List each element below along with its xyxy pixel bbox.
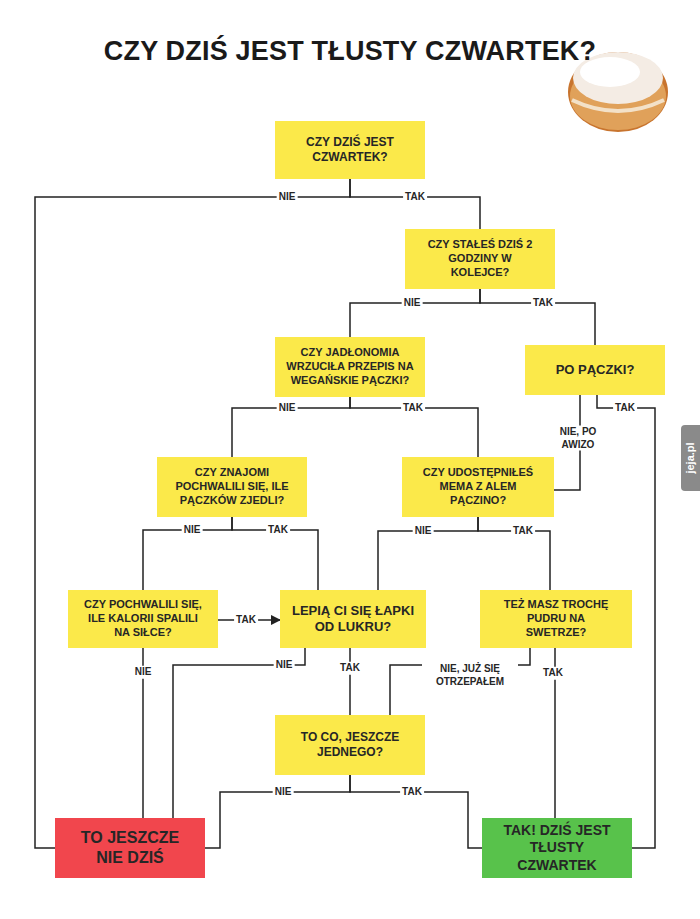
node-label: LEPIĄ CI SIĘ ŁAPKI OD LUKRU? — [290, 603, 416, 636]
edge-label: TAK — [401, 402, 425, 415]
flow-connector — [350, 397, 478, 457]
decision-box: CZY JADŁONOMIA WRZUCIŁA PRZEPIS NA WEGAŃ… — [275, 337, 425, 397]
node-label: CZY STAŁEŚ DZIŚ 2 GODZINY W KOLEJCE? — [427, 238, 533, 279]
edge-label: NIE — [273, 786, 294, 799]
node-label: TEŻ MASZ TROCHĘ PUDRU NA SWETRZE? — [502, 598, 610, 639]
flow-connector — [143, 517, 232, 590]
node-label: CZY UDOSTĘPNIŁEŚ MEMA Z ALEM PĄCZINO? — [418, 466, 538, 507]
edge-label: TAK — [266, 524, 290, 537]
flow-connector — [390, 648, 530, 715]
edge-label: TAK — [400, 786, 424, 799]
edge-label: TAK — [613, 402, 637, 415]
decision-box: CZY ZNAJOMI POCHWALILI SIĘ, ILE PĄCZKÓW … — [157, 457, 307, 517]
edge-label: TAK — [511, 525, 535, 538]
edge-label: NIE, JUŻ SIĘ OTRZEPAŁEM — [422, 663, 518, 688]
decision-box: LEPIĄ CI SIĘ ŁAPKI OD LUKRU? — [280, 590, 426, 648]
edge-label: TAK — [531, 297, 555, 310]
decision-box: CZY STAŁEŚ DZIŚ 2 GODZINY W KOLEJCE? — [405, 229, 555, 289]
node-label: CZY POCHWALILI SIĘ, ILE KALORII SPALILI … — [80, 598, 206, 639]
edge-label: NIE — [277, 191, 298, 204]
decision-box: TEŻ MASZ TROCHĘ PUDRU NA SWETRZE? — [480, 590, 632, 648]
decision-box: PO PĄCZKI? — [525, 345, 665, 395]
node-label: TO JESZCZE NIE DZIŚ — [69, 828, 191, 868]
donut-band — [572, 100, 664, 111]
flow-connector — [478, 517, 550, 590]
decision-box: CZY POCHWALILI SIĘ, ILE KALORII SPALILI … — [68, 590, 218, 648]
edge-label: TAK — [338, 662, 362, 675]
flow-connector — [350, 775, 482, 848]
flow-connector — [205, 775, 350, 848]
flow-connector — [350, 289, 480, 337]
decision-box: TO CO, JESZCZE JEDNEGO? — [275, 715, 425, 775]
edge-label: NIE, PO AWIZO — [553, 426, 603, 451]
watermark: jeja.pl — [684, 442, 696, 473]
chart-title: CZY DZIŚ JEST TŁUSTY CZWARTEK? — [0, 36, 700, 67]
flow-connector — [349, 648, 351, 715]
flow-connector — [232, 397, 350, 457]
flow-connector — [350, 179, 480, 229]
node-label: PO PĄCZKI? — [556, 362, 635, 378]
edge-label: NIE — [413, 525, 434, 538]
edge-label: NIE — [277, 402, 298, 415]
result-no-box: TO JESZCZE NIE DZIŚ — [55, 818, 205, 878]
node-label: CZY JADŁONOMIA WRZUCIŁA PRZEPIS NA WEGAŃ… — [285, 346, 415, 387]
edge-label: NIE — [133, 666, 154, 679]
edge-label: NIE — [402, 297, 423, 310]
node-label: CZY DZIŚ JEST CZWARTEK? — [289, 135, 411, 165]
edge-label: NIE — [182, 524, 203, 537]
node-label: TAK! DZIŚ JEST TŁUSTY CZWARTEK — [494, 822, 620, 875]
edge-label: NIE — [274, 659, 295, 672]
edge-label: TAK — [403, 191, 427, 204]
decision-box: CZY UDOSTĘPNIŁEŚ MEMA Z ALEM PĄCZINO? — [402, 457, 554, 517]
edge-label: TAK — [541, 667, 565, 680]
flow-connector — [480, 289, 595, 345]
decision-box: CZY DZIŚ JEST CZWARTEK? — [275, 121, 425, 179]
node-label: TO CO, JESZCZE JEDNEGO? — [293, 730, 407, 760]
node-label: CZY ZNAJOMI POCHWALILI SIĘ, ILE PĄCZKÓW … — [171, 466, 293, 507]
flow-connector — [232, 517, 318, 590]
result-yes-box: TAK! DZIŚ JEST TŁUSTY CZWARTEK — [482, 818, 632, 878]
edge-label: TAK — [234, 614, 258, 627]
flow-connector — [378, 517, 478, 590]
